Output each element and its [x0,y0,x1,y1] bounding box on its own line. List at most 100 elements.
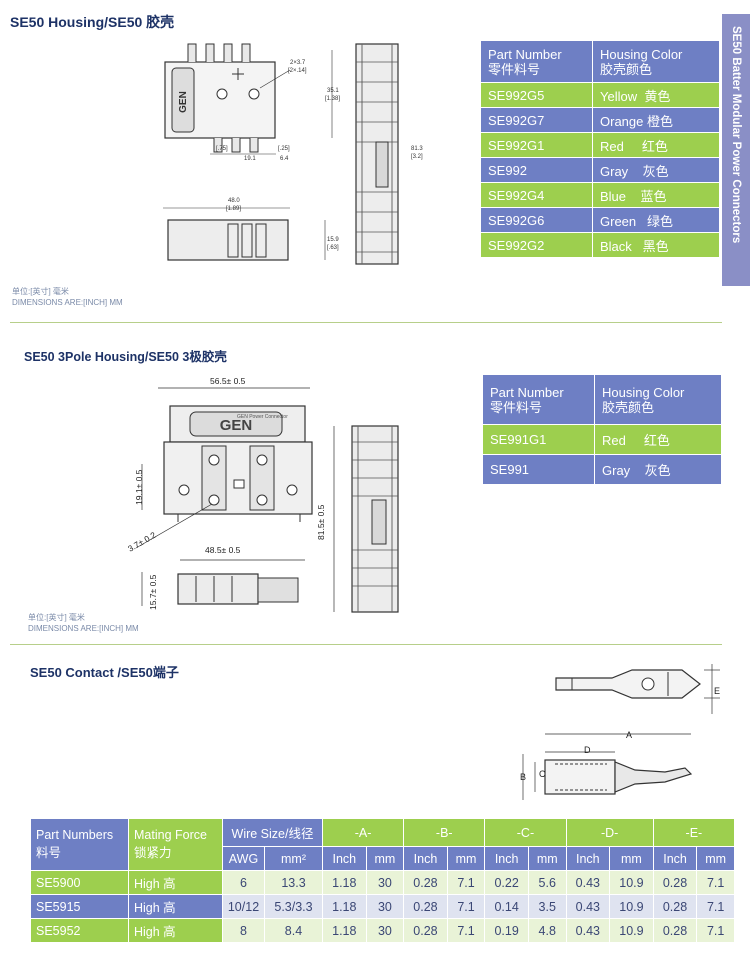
units-note: 单位:[英寸] 毫米 DIMENSIONS ARE:[INCH] MM [28,612,139,634]
cell-awg: 6 [222,870,265,895]
cell-b-inch: 0.28 [403,918,448,943]
table-row-part: SE992 [480,157,593,183]
cell-b-mm: 7.1 [446,894,486,919]
subheader-mm: mm [696,846,735,871]
table-row-color: Yellow 黄色 [592,82,720,108]
three-pole-front-drawing: GEN [135,387,313,606]
units-cn: 单位:[英寸] 毫米 [12,287,69,296]
dim-text: 81.3 [411,146,423,152]
housing-side-drawing [355,43,399,265]
subheader-mm: mm [527,846,567,871]
cell-part: SE5915 [30,894,129,919]
dim-text: [3.2] [411,154,423,160]
dim-text: 48.5± 0.5 [205,545,241,555]
units-en: DIMENSIONS ARE:[INCH] MM [12,298,123,307]
header-c: -C- [484,818,567,847]
section3-dimension-labels: E A D B C [520,686,720,782]
dim-text: [2×.14] [288,68,307,74]
cell-d-mm: 10.9 [609,918,654,943]
header-e: -E- [652,818,736,847]
dim-text: [1.38] [325,96,340,102]
cell-a-mm: 30 [365,894,405,919]
cell-e-mm: 7.1 [696,894,735,919]
cell-c-inch: 0.22 [484,870,529,895]
dim-text: 6.4 [280,156,289,162]
housing-front-drawing: GEN [164,43,333,155]
units-cn: 单位:[英寸] 毫米 [28,613,85,622]
section-divider [10,644,722,645]
header-b: -B- [403,818,486,847]
logo-subtext: GEN Power Connector [237,414,288,420]
cell-d-mm: 10.9 [609,894,654,919]
table-row-part: SE992G4 [480,182,593,208]
three-pole-side-drawing [333,425,399,613]
cell-force: High 高 [128,894,223,919]
dim-label-b: B [520,772,526,782]
cell-e-mm: 7.1 [696,918,735,943]
subheader-awg: AWG [222,846,265,871]
subheader-mm: mm [446,846,486,871]
cell-c-inch: 0.14 [484,894,529,919]
cell-a-inch: 1.18 [322,918,367,943]
cell-force: High 高 [128,918,223,943]
subheader-inch: Inch [322,846,367,871]
cell-e-inch: 0.28 [652,870,698,895]
dim-text: [.75] [216,146,228,152]
table-row-part: SE992G2 [480,232,593,258]
subheader-mm: mm [609,846,654,871]
table-row-color: Gray 灰色 [594,454,722,485]
dim-text: 81.5± 0.5 [316,504,326,540]
table-row-color: Orange 橙色 [592,107,720,133]
contact-top-drawing [555,664,720,714]
cell-a-inch: 1.18 [322,894,367,919]
table-row-color: Blue 蓝色 [592,182,720,208]
subheader-mm2: mm² [264,846,323,871]
units-note: 单位:[英寸] 毫米 DIMENSIONS ARE:[INCH] MM [12,286,123,308]
table-row-part: SE992G6 [480,207,593,233]
section1-title: SE50 Housing/SE50 胶壳 [10,14,175,30]
cell-a-mm: 30 [365,918,405,943]
cell-b-mm: 7.1 [446,870,486,895]
subheader-mm: mm [365,846,405,871]
dim-text: 19.1± 0.5 [134,469,144,505]
svg-text:GEN: GEN [178,91,189,113]
side-tab-label: SE50 Batter Modular Power Connectors [730,26,742,244]
table-row-part: SE992G1 [480,132,593,158]
dim-text: 35.1 [327,88,339,94]
cell-c-mm: 3.5 [527,894,567,919]
housing-bottom-drawing [163,207,326,261]
cell-e-mm: 7.1 [696,870,735,895]
table-row-part: SE992G7 [480,107,593,133]
table-row: SE5952 High 高 8 8.4 1.18 30 0.28 7.1 0.1… [30,918,735,943]
table-row-color: Black 黑色 [592,232,720,258]
table-row-color: Gray 灰色 [592,157,720,183]
cell-force: High 高 [128,870,223,895]
cell-b-inch: 0.28 [403,870,448,895]
cell-d-inch: 0.43 [565,870,611,895]
units-en: DIMENSIONS ARE:[INCH] MM [28,624,139,633]
table-row-color: Green 绿色 [592,207,720,233]
cell-c-inch: 0.19 [484,918,529,943]
contact-side-drawing [522,733,693,800]
cell-part: SE5900 [30,870,129,895]
cell-a-inch: 1.18 [322,870,367,895]
table-row: SE5915 High 高 10/12 5.3/3.3 1.18 30 0.28… [30,894,735,919]
cell-e-inch: 0.28 [652,918,698,943]
dim-text: [.63] [327,245,339,251]
table-row: SE5900 High 高 6 13.3 1.18 30 0.28 7.1 0.… [30,870,735,895]
dim-text: 48.0 [228,198,240,204]
dim-label-e: E [714,686,720,696]
table-row-color: Red 红色 [594,424,722,455]
cell-mm2: 8.4 [264,918,323,943]
dim-text: 2×3.7 [290,60,306,66]
cell-d-inch: 0.43 [565,918,611,943]
cell-b-inch: 0.28 [403,894,448,919]
cell-awg: 10/12 [222,894,265,919]
